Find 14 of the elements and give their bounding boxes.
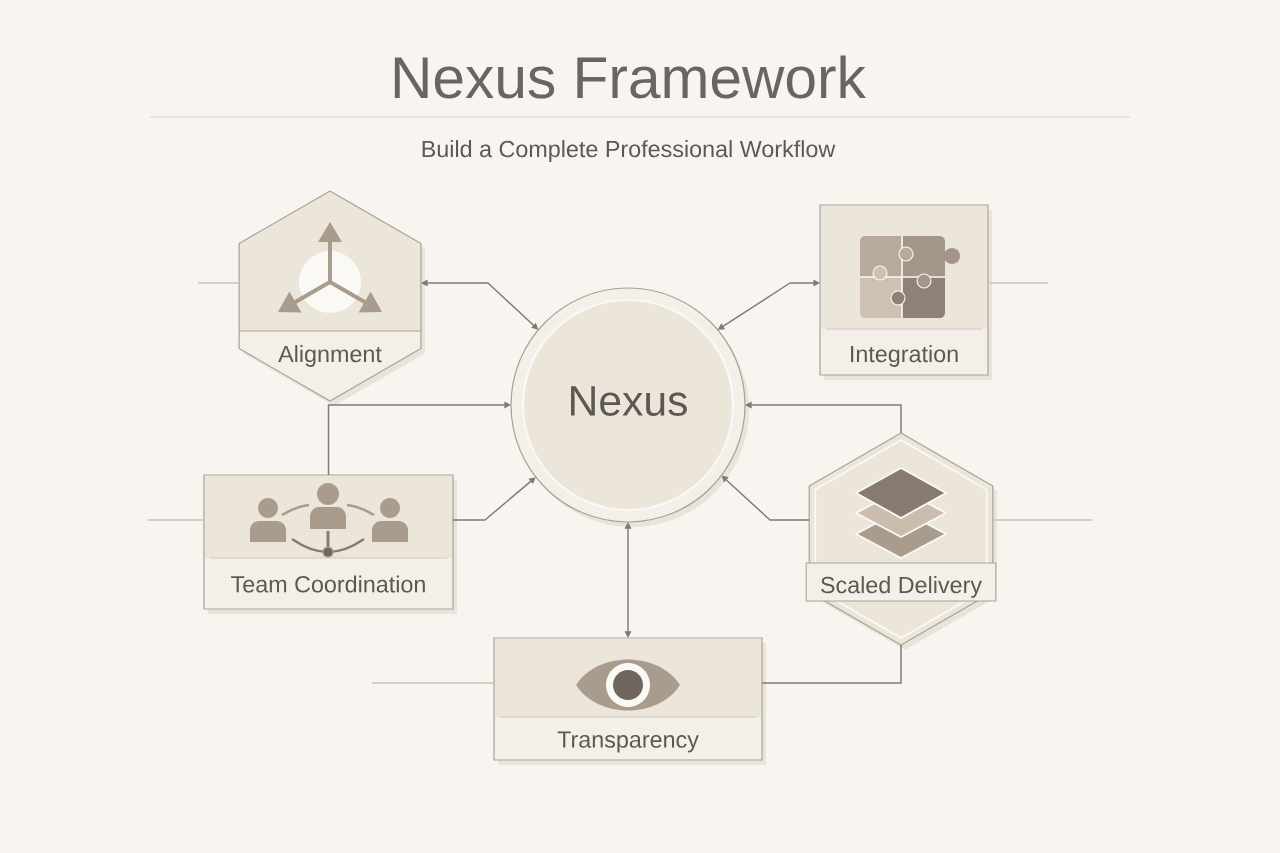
arrow bbox=[721, 475, 810, 521]
subtitle: Build a Complete Professional Workflow bbox=[422, 140, 836, 162]
arrow bbox=[327, 401, 511, 476]
arrow bbox=[624, 522, 632, 638]
title: Nexus Framework bbox=[394, 55, 866, 99]
circle-node: Nexus bbox=[510, 287, 749, 527]
connector-line bbox=[371, 682, 495, 684]
connector-line bbox=[987, 282, 1049, 284]
connector-line bbox=[197, 282, 240, 284]
arrow bbox=[745, 401, 902, 434]
connector-line bbox=[147, 519, 205, 521]
arrow bbox=[452, 477, 536, 521]
connector-line bbox=[992, 519, 1093, 521]
connector-line bbox=[761, 644, 902, 684]
